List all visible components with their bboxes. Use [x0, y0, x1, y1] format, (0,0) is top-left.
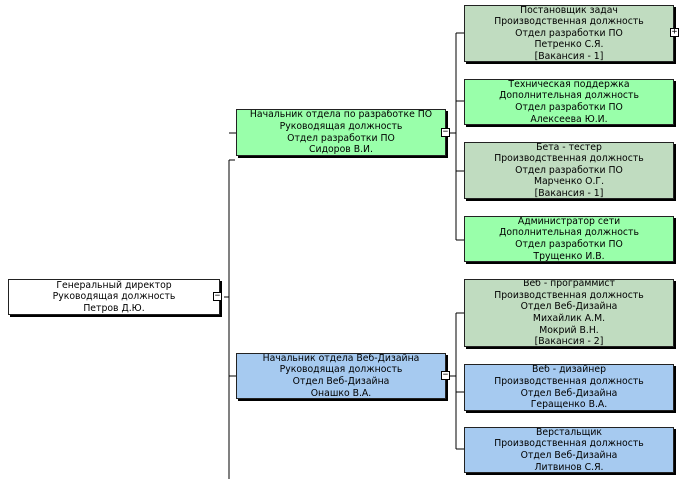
node-line: Михайлик А.М. [532, 313, 606, 324]
node-line: Петренко С.Я. [534, 39, 604, 51]
node-line: Производственная должность [494, 438, 644, 450]
collapse-toggle-web-head[interactable]: − [441, 371, 450, 380]
node-line: Отдел Веб-Дизайна [520, 301, 618, 313]
node-line: Верстальщик [535, 427, 603, 438]
node-line: Производственная должность [494, 153, 644, 165]
node-web-designer[interactable]: Веб - дизайнер Производственная должност… [464, 364, 674, 411]
node-line: Отдел разработки ПО [515, 239, 623, 250]
node-line: Постановщик задач [520, 5, 618, 16]
node-line: Мокрий В.Н. [539, 324, 599, 336]
node-line: Онашко В.А. [310, 387, 372, 399]
node-tech-support[interactable]: Техническая поддержка Дополнительная дол… [464, 79, 674, 125]
node-line: Петров Д.Ю. [83, 302, 145, 314]
minus-icon: − [214, 291, 221, 301]
node-line: Веб - программист [523, 279, 615, 290]
node-line: Производственная должность [494, 289, 644, 301]
node-line: Руководящая должность [279, 364, 403, 376]
plus-icon: + [671, 27, 678, 37]
node-task-setter[interactable]: Постановщик задач Производственная должн… [464, 5, 674, 62]
node-dev-head[interactable]: Начальник отдела по разработке ПО Руково… [236, 109, 446, 156]
node-line: Трущенко И.В. [533, 250, 605, 262]
collapse-toggle-dev-head[interactable]: − [441, 128, 450, 137]
node-line: Отдел Веб-Дизайна [520, 450, 618, 461]
node-layout-designer[interactable]: Верстальщик Производственная должность О… [464, 427, 674, 473]
node-line: Сидоров В.И. [309, 144, 373, 156]
node-line: Отдел разработки ПО [515, 164, 623, 176]
collapse-toggle-general-director[interactable]: − [213, 292, 222, 301]
node-line: Начальник отдела по разработке ПО [249, 109, 433, 121]
node-line: Начальник отдела Веб-Дизайна [262, 353, 420, 364]
node-line: Веб - дизайнер [532, 364, 606, 376]
node-line: Геращенко В.А. [530, 399, 608, 411]
node-web-programmer[interactable]: Веб - программист Производственная должн… [464, 279, 674, 347]
expand-toggle-task-setter[interactable]: + [670, 28, 679, 37]
node-line: Руководящая должность [52, 291, 176, 303]
node-line: Отдел Веб-Дизайна [520, 387, 618, 399]
node-line: [Вакансия - 1] [534, 187, 604, 199]
node-line: Руководящая должность [279, 120, 403, 132]
node-line: Отдел разработки ПО [515, 102, 623, 113]
node-line: Администратор сети [517, 216, 621, 227]
node-beta-tester[interactable]: Бета - тестер Производственная должность… [464, 142, 674, 199]
node-web-head[interactable]: Начальник отдела Веб-Дизайна Руководящая… [236, 353, 446, 399]
node-line: Дополнительная должность [499, 90, 639, 102]
node-net-admin[interactable]: Администратор сети Дополнительная должно… [464, 216, 674, 262]
node-line: Бета - тестер [536, 142, 602, 153]
node-line: Марченко О.Г. [533, 176, 605, 188]
node-line: Отдел Веб-Дизайна [292, 376, 390, 387]
node-line: [Вакансия - 2] [534, 336, 604, 347]
node-line: Отдел разработки ПО [515, 27, 623, 39]
node-line: Дополнительная должность [499, 227, 639, 239]
node-line: Техническая поддержка [508, 79, 630, 90]
node-line: Алексеева Ю.И. [530, 113, 608, 125]
node-general-director[interactable]: Генеральный директор Руководящая должнос… [8, 279, 220, 315]
node-line: Производственная должность [494, 16, 644, 28]
node-line: Отдел разработки ПО [287, 132, 395, 144]
minus-icon: − [442, 370, 449, 380]
node-line: [Вакансия - 1] [534, 50, 604, 62]
minus-icon: − [442, 127, 449, 137]
node-line: Генеральный директор [56, 279, 172, 291]
node-line: Производственная должность [494, 375, 644, 387]
node-line: Литвинов С.Я. [534, 461, 604, 473]
